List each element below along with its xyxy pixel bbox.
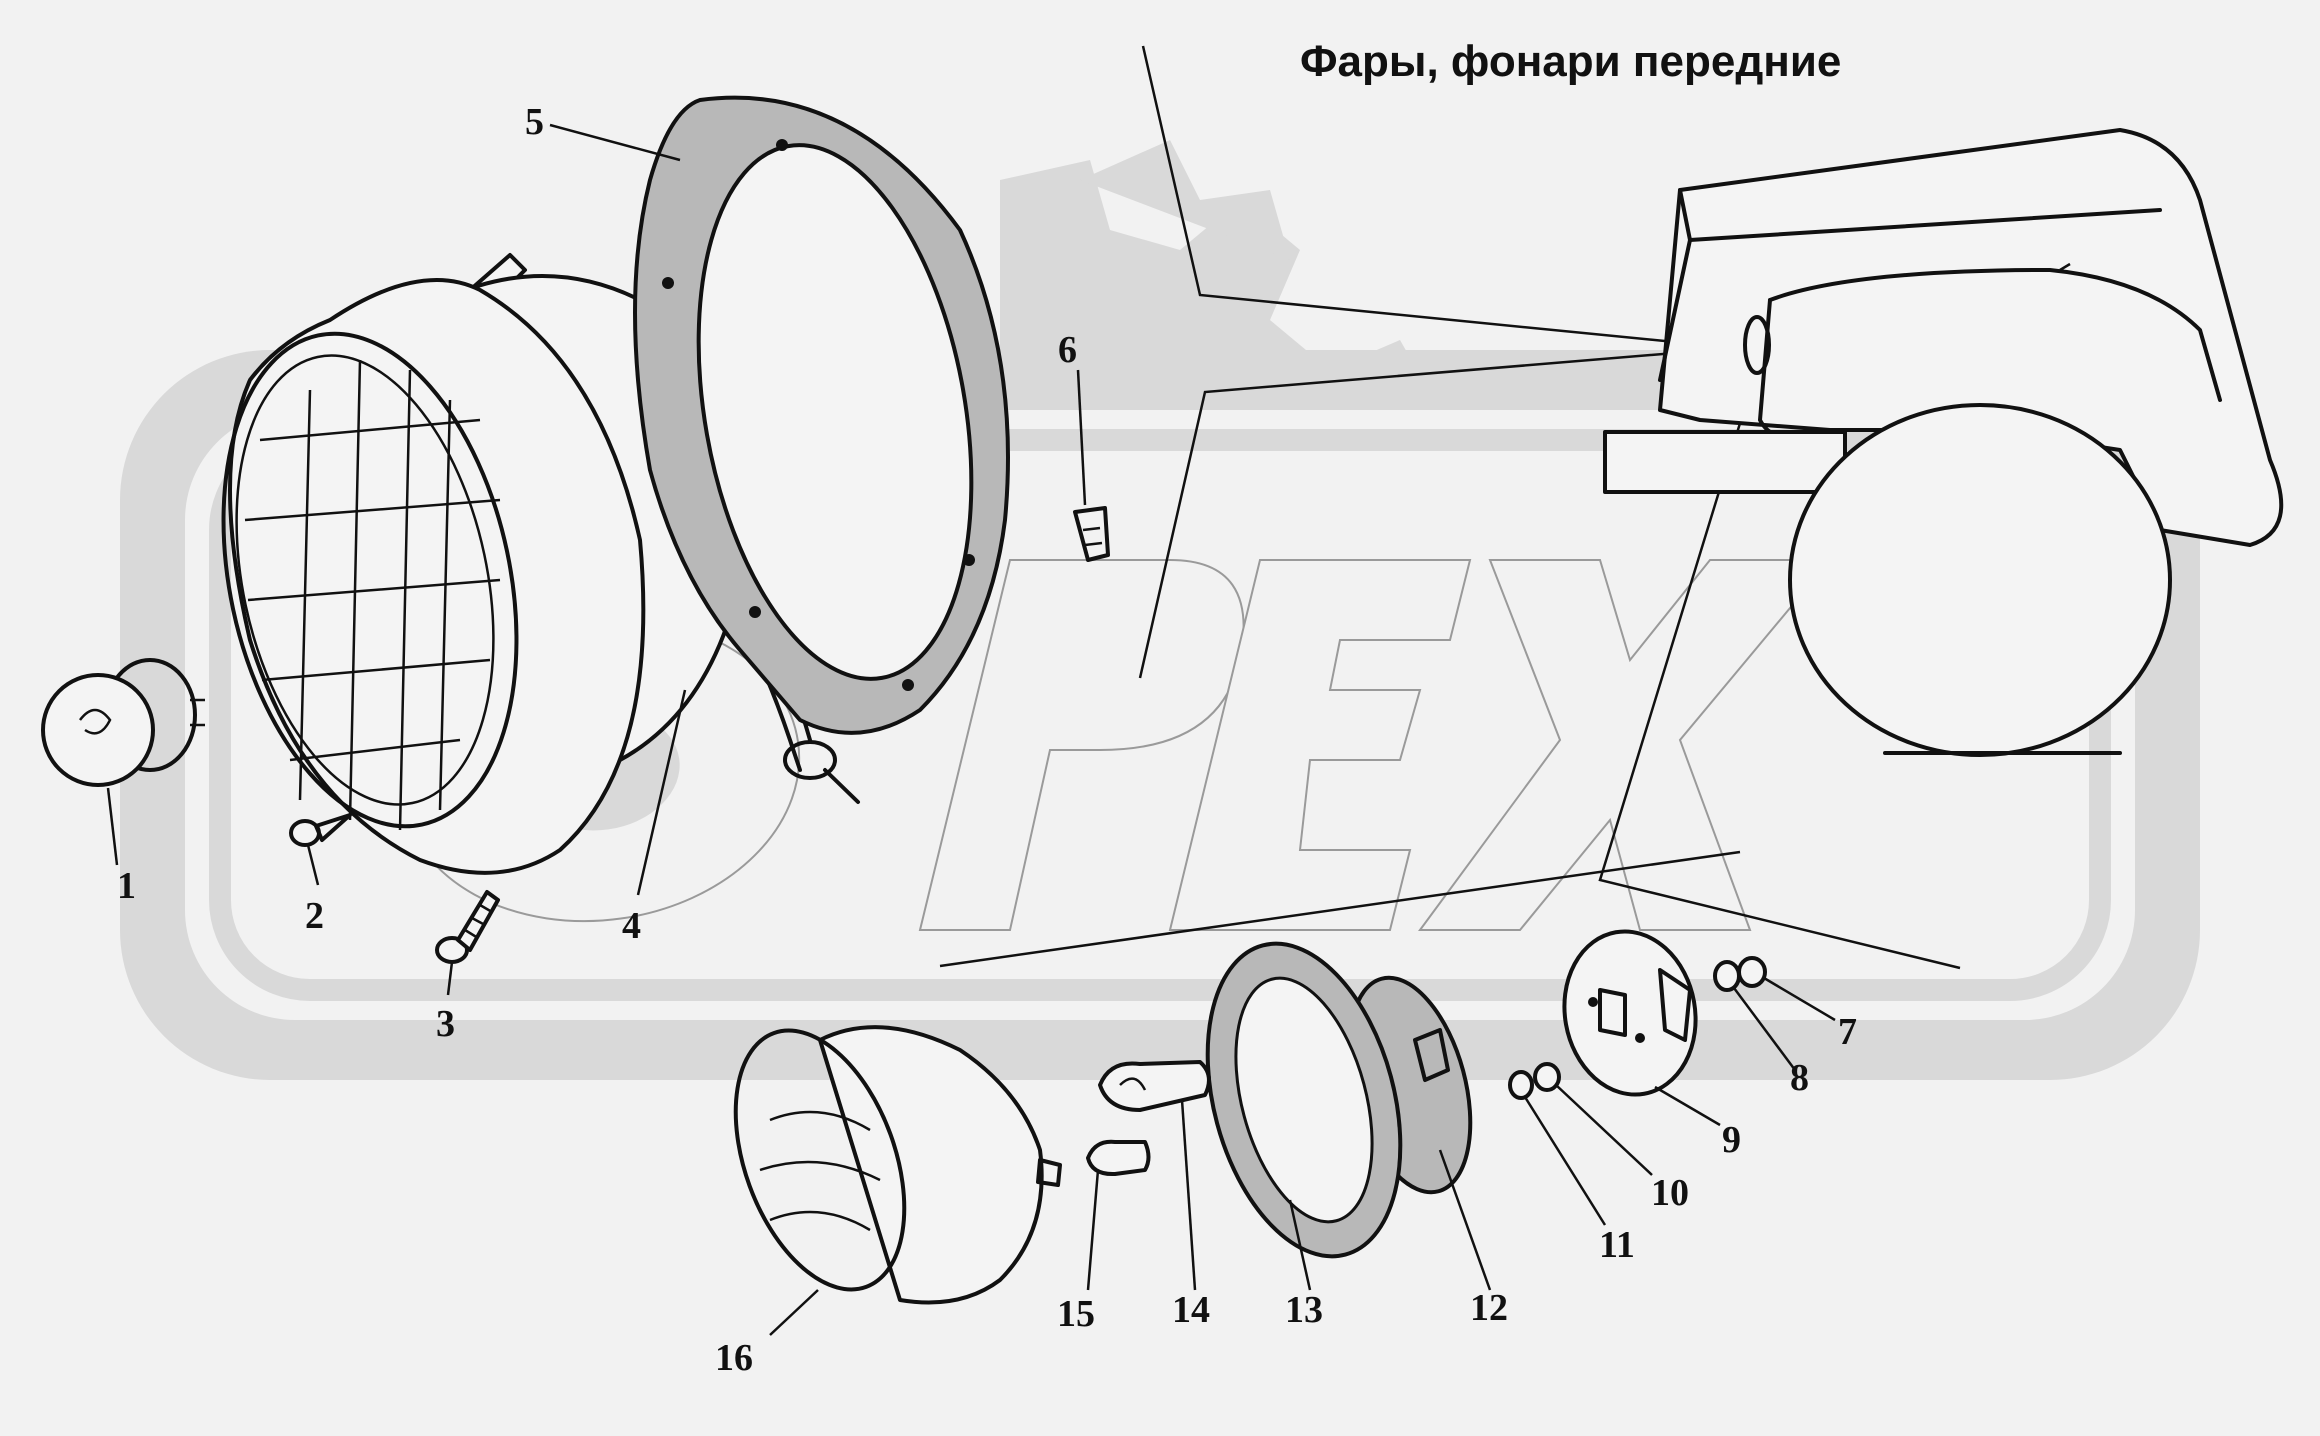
callout-15: 15 bbox=[1057, 1293, 1095, 1335]
vehicle-fender-view bbox=[1603, 128, 2284, 757]
part-11-washer bbox=[1508, 1070, 1534, 1100]
callout-16: 16 bbox=[715, 1337, 753, 1379]
callout-3: 3 bbox=[436, 1003, 455, 1045]
part-13-ring-gasket bbox=[1205, 941, 1403, 1259]
callout-10: 10 bbox=[1651, 1172, 1689, 1214]
callout-12: 12 bbox=[1470, 1287, 1508, 1329]
part-10-nut bbox=[1533, 1062, 1561, 1092]
part-16-marker-lamp bbox=[733, 1025, 1062, 1305]
part-2-screw bbox=[289, 813, 352, 847]
callout-8: 8 bbox=[1790, 1057, 1809, 1099]
part-6-clip bbox=[1073, 506, 1110, 562]
leader-lines bbox=[106, 123, 1836, 1336]
callout-11: 11 bbox=[1599, 1224, 1635, 1266]
part-3-bolt bbox=[435, 890, 500, 964]
callout-14: 14 bbox=[1172, 1289, 1210, 1331]
part-8-washer bbox=[1713, 960, 1741, 992]
guide-lines bbox=[939, 45, 1961, 970]
part-14-bulb bbox=[1098, 1060, 1211, 1112]
callout-13: 13 bbox=[1285, 1289, 1323, 1331]
callout-2: 2 bbox=[305, 895, 324, 937]
callout-7: 7 bbox=[1838, 1011, 1857, 1053]
part-9-mounting-plate bbox=[1562, 929, 1698, 1097]
wheel bbox=[1788, 403, 2172, 757]
diagram-title: Фары, фонари передние bbox=[1300, 37, 1841, 86]
callout-1: 1 bbox=[117, 865, 136, 907]
callout-labels: 1 2 3 4 5 6 7 8 9 10 11 12 13 14 15 16 bbox=[117, 101, 1857, 1379]
callout-6: 6 bbox=[1058, 329, 1077, 371]
part-1-lamp-bulb bbox=[41, 658, 205, 787]
part-5-gasket-rim bbox=[633, 95, 1010, 735]
callout-9: 9 bbox=[1722, 1119, 1741, 1161]
part-7-nut bbox=[1737, 956, 1767, 988]
callout-4: 4 bbox=[622, 905, 641, 947]
callout-5: 5 bbox=[525, 101, 544, 143]
part-15-small-bulb bbox=[1086, 1139, 1151, 1177]
